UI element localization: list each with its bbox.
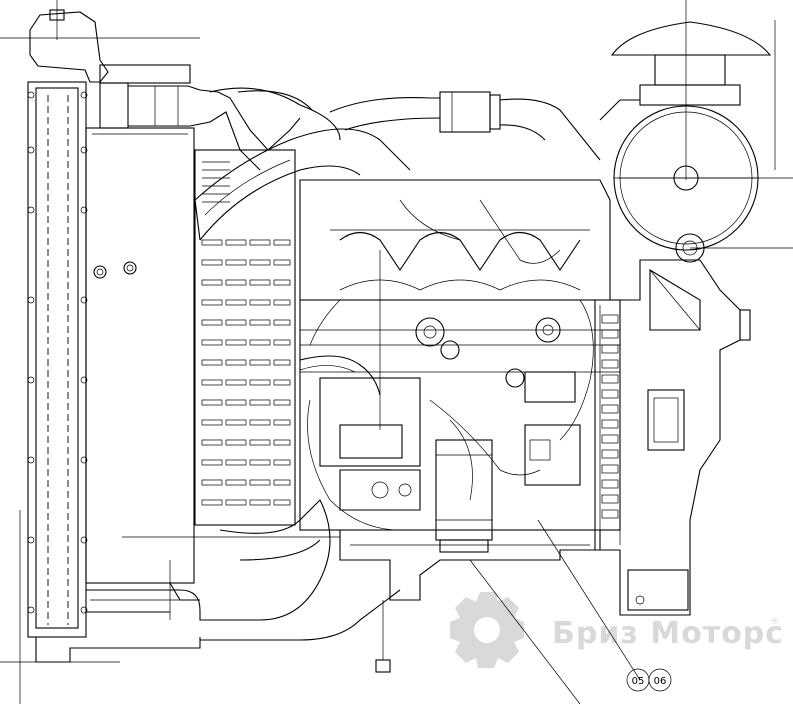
- callout-05-label: 05: [632, 676, 645, 687]
- upper-coolant-hose: [99, 64, 341, 171]
- wiring: [299, 199, 594, 531]
- watermark-registered-mark: ®: [770, 617, 779, 627]
- gear-icon: [450, 592, 524, 668]
- callout-06: 06: [648, 668, 672, 692]
- flywheel-housing: [594, 259, 751, 616]
- air-filter: [599, 21, 772, 263]
- callout-05: 05: [626, 668, 650, 692]
- engine-block: [299, 179, 621, 673]
- intake-elbow: [194, 91, 601, 241]
- radiator: [27, 0, 201, 663]
- watermark: Бриз Моторс ®: [450, 592, 784, 668]
- lower-coolant-hose: [86, 499, 401, 641]
- watermark-text: Бриз Моторс: [552, 616, 784, 651]
- callout-06-label: 06: [654, 676, 667, 687]
- fan-guard-louvers: [194, 149, 296, 526]
